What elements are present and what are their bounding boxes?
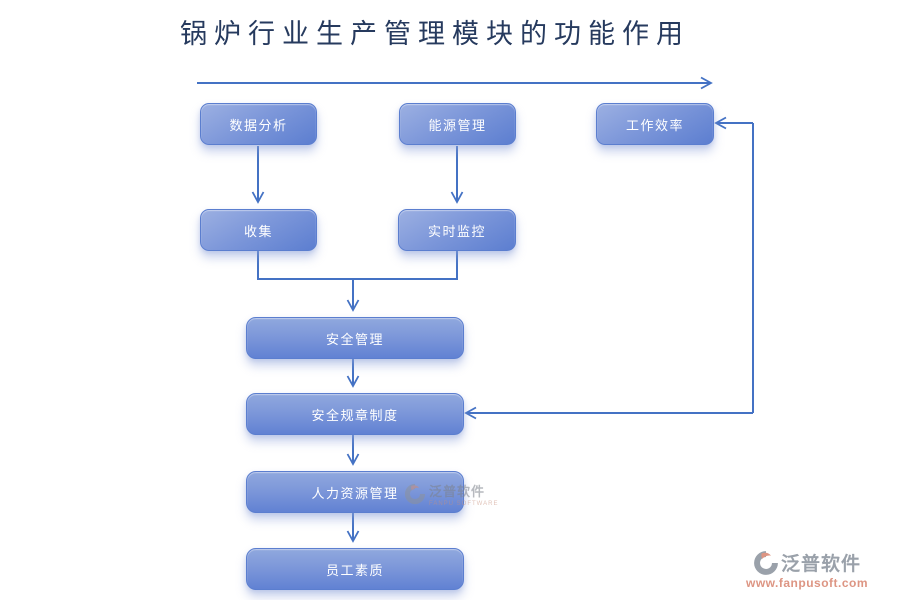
node-label: 实时监控: [427, 223, 486, 239]
node-energy-management: 能源管理: [399, 103, 516, 145]
node-work-efficiency: 工作效率: [596, 103, 714, 145]
node-label: 员工素质: [325, 562, 384, 578]
node-label: 安全管理: [325, 331, 384, 347]
node-label: 能源管理: [428, 117, 487, 133]
node-hr-management: 人力资源管理: [246, 471, 464, 513]
node-safety-rules: 安全规章制度: [246, 393, 464, 435]
node-label: 数据分析: [229, 117, 288, 133]
merge-connector: [257, 250, 458, 280]
node-collect: 收集: [200, 209, 317, 251]
node-safety-management: 安全管理: [246, 317, 464, 359]
node-employee-quality: 员工素质: [246, 548, 464, 590]
node-realtime-monitor: 实时监控: [398, 209, 516, 251]
node-label: 安全规章制度: [311, 407, 399, 423]
diagram-title: 锅炉行业生产管理模块的功能作用: [180, 19, 690, 50]
node-label: 工作效率: [625, 117, 684, 133]
node-label: 人力资源管理: [311, 485, 399, 501]
node-data-analysis: 数据分析: [200, 103, 317, 145]
node-label: 收集: [243, 223, 273, 239]
